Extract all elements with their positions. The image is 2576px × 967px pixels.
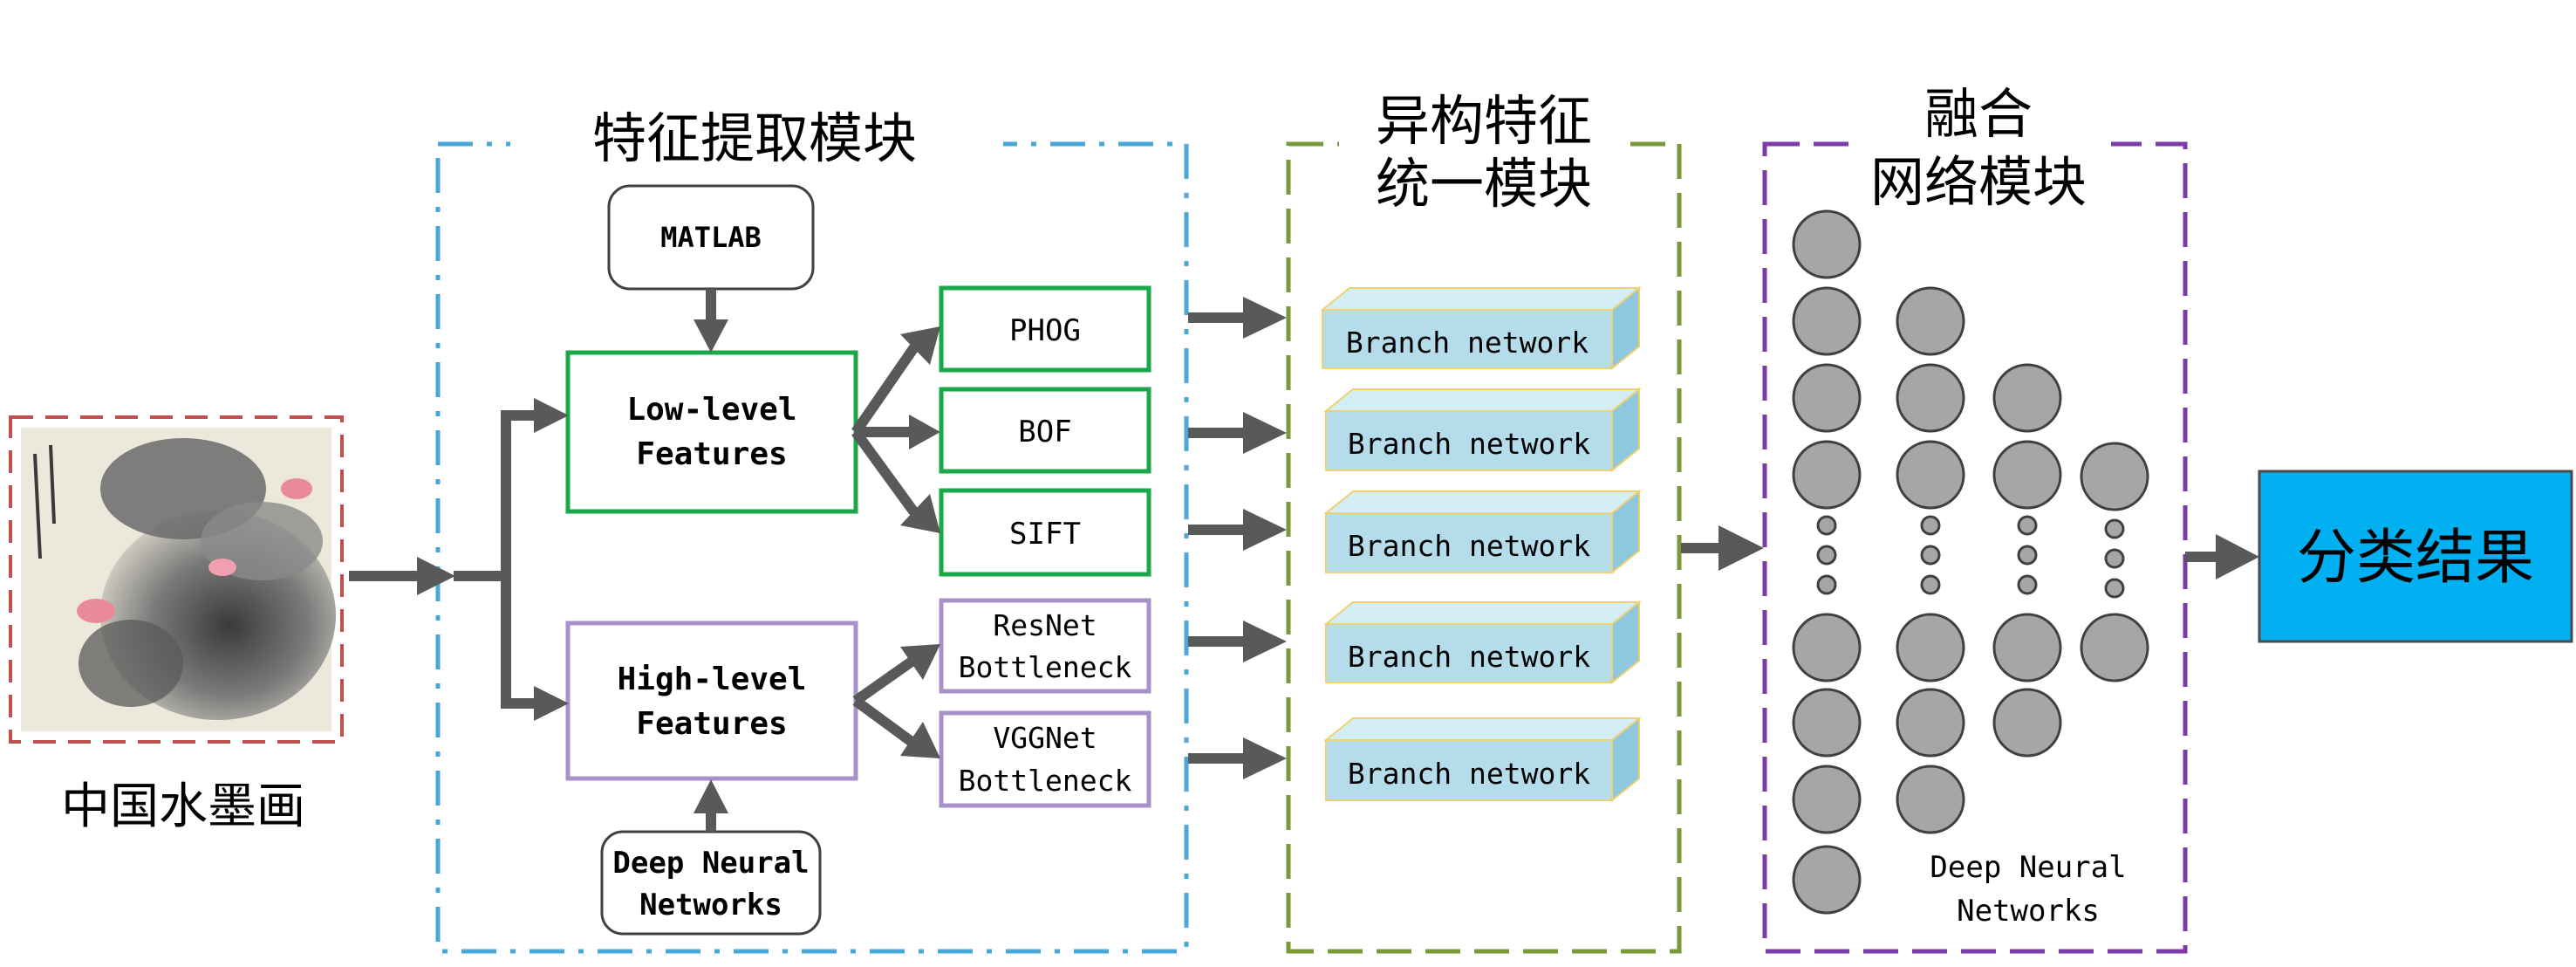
bof-node: [939, 387, 1151, 474]
vggnet-label-line1: VGGNet: [993, 721, 1097, 755]
branch-network: Branch network: [1323, 489, 1642, 575]
neuron: [1992, 440, 2062, 510]
feature-extraction-title: 特征提取模块: [592, 106, 917, 170]
fusion-neuron-columns: [1792, 209, 2149, 915]
unify-to-fusion-arrow: [1681, 525, 1764, 571]
neuron: [1896, 688, 1965, 758]
neuron: [1896, 440, 1965, 510]
fusion-dnn-label-line2: Networks: [1957, 894, 2100, 929]
fusion-to-result-arrow: [2185, 534, 2259, 580]
heterogeneous-title-line2: 统一模块: [1376, 152, 1592, 216]
neuron-ellipsis-dot: [2017, 574, 2038, 595]
neuron: [1992, 613, 2062, 682]
branch-network: Branch network: [1323, 387, 1642, 473]
neuron-ellipsis-dot: [1816, 545, 1837, 566]
neuron: [1792, 286, 1862, 356]
high-level-features-node: [565, 621, 858, 781]
neuron: [1792, 688, 1862, 758]
fusion-title-line2: 网络模块: [1870, 150, 2087, 214]
phog-node: [939, 285, 1151, 373]
neuron-ellipsis-dot: [1816, 574, 1837, 595]
neuron-ellipsis-dot: [1920, 574, 1941, 595]
fusion-dnn-label-line1: Deep Neural: [1930, 850, 2126, 885]
low-level-features-node: [565, 350, 858, 514]
sift-node: [939, 488, 1151, 577]
neuron: [1896, 363, 1965, 433]
heterogeneous-title-line1: 异构特征: [1376, 89, 1592, 153]
classification-result-label: 分类结果: [2297, 524, 2534, 593]
dnn-input-label-line1: Deep Neural: [612, 846, 809, 881]
neuron: [1992, 363, 2062, 433]
resnet-bottleneck-node: [939, 598, 1151, 694]
neuron-ellipsis-dot: [2104, 548, 2125, 569]
branch-network-label: Branch network: [1348, 757, 1590, 791]
matlab-label: MATLAB: [660, 221, 762, 254]
neuron: [1992, 688, 2062, 758]
dnn-input-label-line2: Networks: [639, 888, 782, 922]
neuron: [1792, 845, 1862, 915]
branch-network-label: Branch network: [1348, 427, 1590, 461]
neuron-ellipsis-dot: [2104, 518, 2125, 539]
fusion-title-line1: 融合: [1924, 82, 2033, 146]
branch-network-label: Branch network: [1348, 529, 1590, 563]
resnet-label-line1: ResNet: [993, 608, 1097, 642]
neuron-ellipsis-dot: [1920, 515, 1941, 536]
branch-network-label: Branch network: [1348, 640, 1590, 674]
neuron: [1792, 209, 1862, 279]
feature-connectors: [349, 289, 940, 832]
neuron-ellipsis-dot: [1920, 545, 1941, 566]
neuron: [1896, 613, 1965, 682]
neuron: [2080, 613, 2149, 682]
branch-network: Branch network: [1320, 285, 1642, 371]
neuron: [1792, 765, 1862, 834]
branch-network-label: Branch network: [1346, 326, 1589, 360]
branch-network: Branch network: [1323, 716, 1642, 803]
low-level-label-line1: Low-level: [626, 392, 796, 428]
neuron: [1896, 765, 1965, 834]
neuron: [2080, 442, 2149, 511]
high-level-label-line2: Features: [636, 706, 787, 742]
vggnet-label-line2: Bottleneck: [959, 764, 1132, 798]
high-level-label-line1: High-level: [618, 662, 807, 697]
resnet-label-line2: Bottleneck: [959, 650, 1132, 684]
phog-label: PHOG: [1009, 313, 1081, 348]
neuron-ellipsis-dot: [2104, 578, 2125, 599]
ink-painting: [9, 415, 344, 744]
neuron: [1792, 363, 1862, 433]
classification-result-box: [2258, 470, 2573, 643]
low-level-label-line2: Features: [636, 436, 787, 472]
painting-caption: 中国水墨画: [61, 778, 305, 835]
sift-label: SIFT: [1009, 517, 1081, 552]
bof-label: BOF: [1018, 415, 1071, 449]
neuron: [1792, 613, 1862, 682]
neuron-ellipsis-dot: [2017, 545, 2038, 566]
vggnet-bottleneck-node: [939, 710, 1151, 808]
neuron: [1792, 440, 1862, 510]
branch-network: Branch network: [1323, 600, 1642, 685]
feature-to-branch-arrows: [1188, 297, 1287, 779]
neuron: [1896, 286, 1965, 356]
neuron-ellipsis-dot: [1816, 515, 1837, 536]
neuron-ellipsis-dot: [2017, 515, 2038, 536]
